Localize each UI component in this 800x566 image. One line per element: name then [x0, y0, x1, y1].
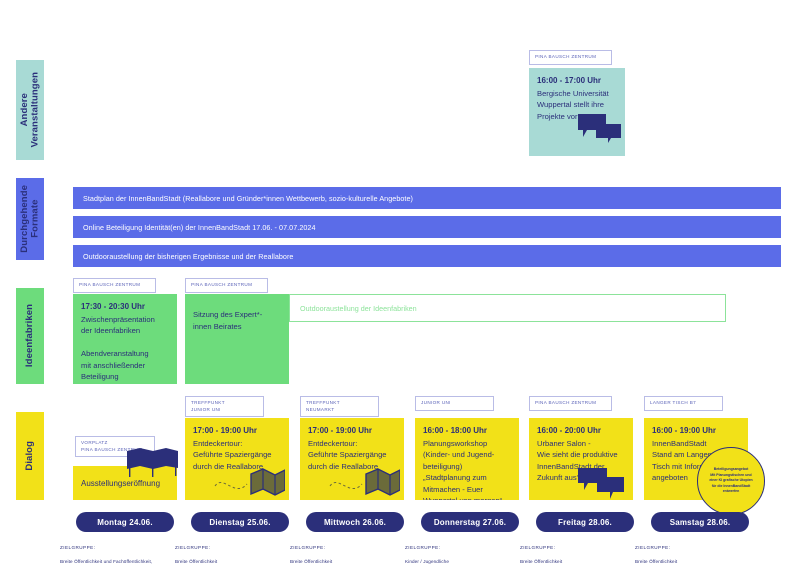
continuous-format-bar-stadtplan[interactable]: Stadtplan der InnenBandStadt (Reallabore… — [73, 187, 781, 209]
folded-map-icon — [214, 468, 285, 496]
row-label-andere-veranstaltungen: Andere Veranstaltungen — [16, 60, 44, 160]
badge-text: Beteiligungsangebot Mit Planungstischen … — [709, 467, 753, 494]
event-time: 17:30 - 20:30 Uhr — [81, 302, 146, 311]
location-tag-langer-tisch-b7: LANGER TISCH B7 — [644, 396, 723, 411]
zielgruppe-label: ZIELGRUPPE: — [60, 545, 96, 551]
beteiligungsangebot-badge[interactable]: Beteiligungsangebot Mit Planungstischen … — [697, 447, 765, 515]
row-label-text: Ideenfabriken — [23, 304, 35, 368]
location-tag-treffpunkt-junior-uni: TREFFPUNKT JUNIOR UNI — [185, 396, 264, 418]
zielgruppe-samstag: ZIELGRUPPE: Breite Öffentlichkeit — [635, 537, 760, 565]
dialog-card-planungsworkshop[interactable]: 16:00 - 18:00 Uhr Planungsworkshop (Kind… — [415, 418, 519, 500]
date-pill-mittwoch[interactable]: Mittwoch 26.06. — [306, 512, 404, 532]
location-tag-ideenfabriken-1: PINA BAUSCH ZENTRUM — [73, 278, 156, 293]
row-label-text: Dialog — [23, 441, 35, 471]
location-tag-treffpunkt-neumarkt: TREFFPUNKT NEUMARKT — [300, 396, 379, 418]
continuous-format-bar-online-beteiligung[interactable]: Online Beteiligung Identität(en) der Inn… — [73, 216, 781, 238]
zielgruppe-label: ZIELGRUPPE: — [635, 545, 671, 551]
zielgruppe-label: ZIELGRUPPE: — [520, 545, 556, 551]
zielgruppe-montag: ZIELGRUPPE: Breite Öffentlichkeit und Fa… — [60, 537, 185, 566]
location-tag-pina-bausch-zentrum-dialog: PINA BAUSCH ZENTRUM — [529, 396, 612, 411]
date-pill-donnerstag[interactable]: Donnerstag 27.06. — [421, 512, 519, 532]
event-description: Urbaner Salon - Wie sieht die produktive… — [537, 438, 618, 483]
event-time: 16:00 - 20:00 Uhr — [537, 426, 602, 435]
ideenfabrik-card-sitzung-expertinnen-beirat[interactable]: Sitzung des Expert*- innen Beirates — [185, 294, 289, 384]
event-description: Planungsworkshop (Kinder- und Jugend- be… — [423, 438, 502, 500]
zielgruppe-label: ZIELGRUPPE: — [175, 545, 211, 551]
speech-bubbles-icon — [578, 468, 624, 499]
event-description: Sitzung des Expert*- innen Beirates — [193, 310, 263, 331]
zielgruppe-label: ZIELGRUPPE: — [290, 545, 326, 551]
event-time: 16:00 - 18:00 Uhr — [423, 426, 488, 435]
location-tag-junior-uni: JUNIOR UNI — [415, 396, 494, 411]
event-description: Entdeckertour: Geführte Spaziergänge dur… — [193, 438, 272, 471]
zielgruppe-value: Breite Öffentlichkeit — [290, 559, 333, 565]
zielgruppe-label: ZIELGRUPPE: — [405, 545, 441, 551]
row-label-text: Andere Veranstaltungen — [18, 72, 40, 148]
continuous-format-bar-outdooraustellung[interactable]: Outdooraustellung der bisherigen Ergebni… — [73, 245, 781, 267]
folded-map-icon — [329, 468, 400, 496]
zielgruppe-dienstag: ZIELGRUPPE: Breite Öffentlichkeit — [175, 537, 300, 565]
date-pill-montag[interactable]: Montag 24.06. — [76, 512, 174, 532]
event-card-bergische-universitaet[interactable]: 16:00 - 17:00 Uhr Bergische Universität … — [529, 68, 625, 156]
dialog-card-ausstellungseroeffnung[interactable]: Ausstellungseröffnung — [73, 466, 177, 500]
row-label-durchgehende-formate: Durchgehende Formate — [16, 178, 44, 260]
row-label-dialog: Dialog — [16, 412, 44, 500]
event-description: Ausstellungseröffnung — [81, 479, 161, 488]
date-pill-samstag[interactable]: Samstag 28.06. — [651, 512, 749, 532]
zielgruppe-value: Breite Öffentlichkeit — [175, 559, 218, 565]
event-description: Bergische Universität Wuppertal stellt i… — [537, 88, 609, 121]
event-time: 16:00 - 19:00 Uhr — [652, 426, 717, 435]
zielgruppe-freitag: ZIELGRUPPE: Breite Öffentlichkeit — [520, 537, 645, 565]
zielgruppe-donnerstag: ZIELGRUPPE: Kinder / Jugendliche — [405, 537, 530, 565]
ideenfabrik-card-zwischenpraesentation[interactable]: 17:30 - 20:30 Uhr Zwischenpräsentation d… — [73, 294, 177, 384]
row-label-ideenfabriken: Ideenfabriken — [16, 288, 44, 384]
row-label-text: Durchgehende Formate — [18, 185, 40, 253]
event-time: 17:00 - 19:00 Uhr — [193, 426, 258, 435]
location-tag-ideenfabriken-2: PINA BAUSCH ZENTRUM — [185, 278, 268, 293]
date-pill-freitag[interactable]: Freitag 28.06. — [536, 512, 634, 532]
date-pill-dienstag[interactable]: Dienstag 25.06. — [191, 512, 289, 532]
zielgruppe-value: Breite Öffentlichkeit und Fachöffentlich… — [60, 559, 153, 565]
location-tag-pina-bausch-zentrum: PINA BAUSCH ZENTRUM — [529, 50, 612, 65]
outdoor-exhibition-bar[interactable]: Outdooraustellung der Ideenfabriken — [289, 294, 726, 322]
zielgruppe-value: Kinder / Jugendliche — [405, 559, 450, 565]
zielgruppe-value: Breite Öffentlichkeit — [635, 559, 678, 565]
event-description: Entdeckertour: Geführte Spaziergänge dur… — [308, 438, 387, 471]
exhibition-panels-icon — [127, 448, 178, 477]
event-time: 16:00 - 17:00 Uhr — [537, 76, 602, 85]
event-description: Zwischenpräsentation der Ideenfabriken A… — [81, 314, 155, 382]
event-time: 17:00 - 19:00 Uhr — [308, 426, 373, 435]
zielgruppe-value: Breite Öffentlichkeit — [520, 559, 563, 565]
speech-bubbles-icon — [578, 114, 621, 143]
zielgruppe-mittwoch: ZIELGRUPPE: Breite Öffentlichkeit — [290, 537, 415, 565]
